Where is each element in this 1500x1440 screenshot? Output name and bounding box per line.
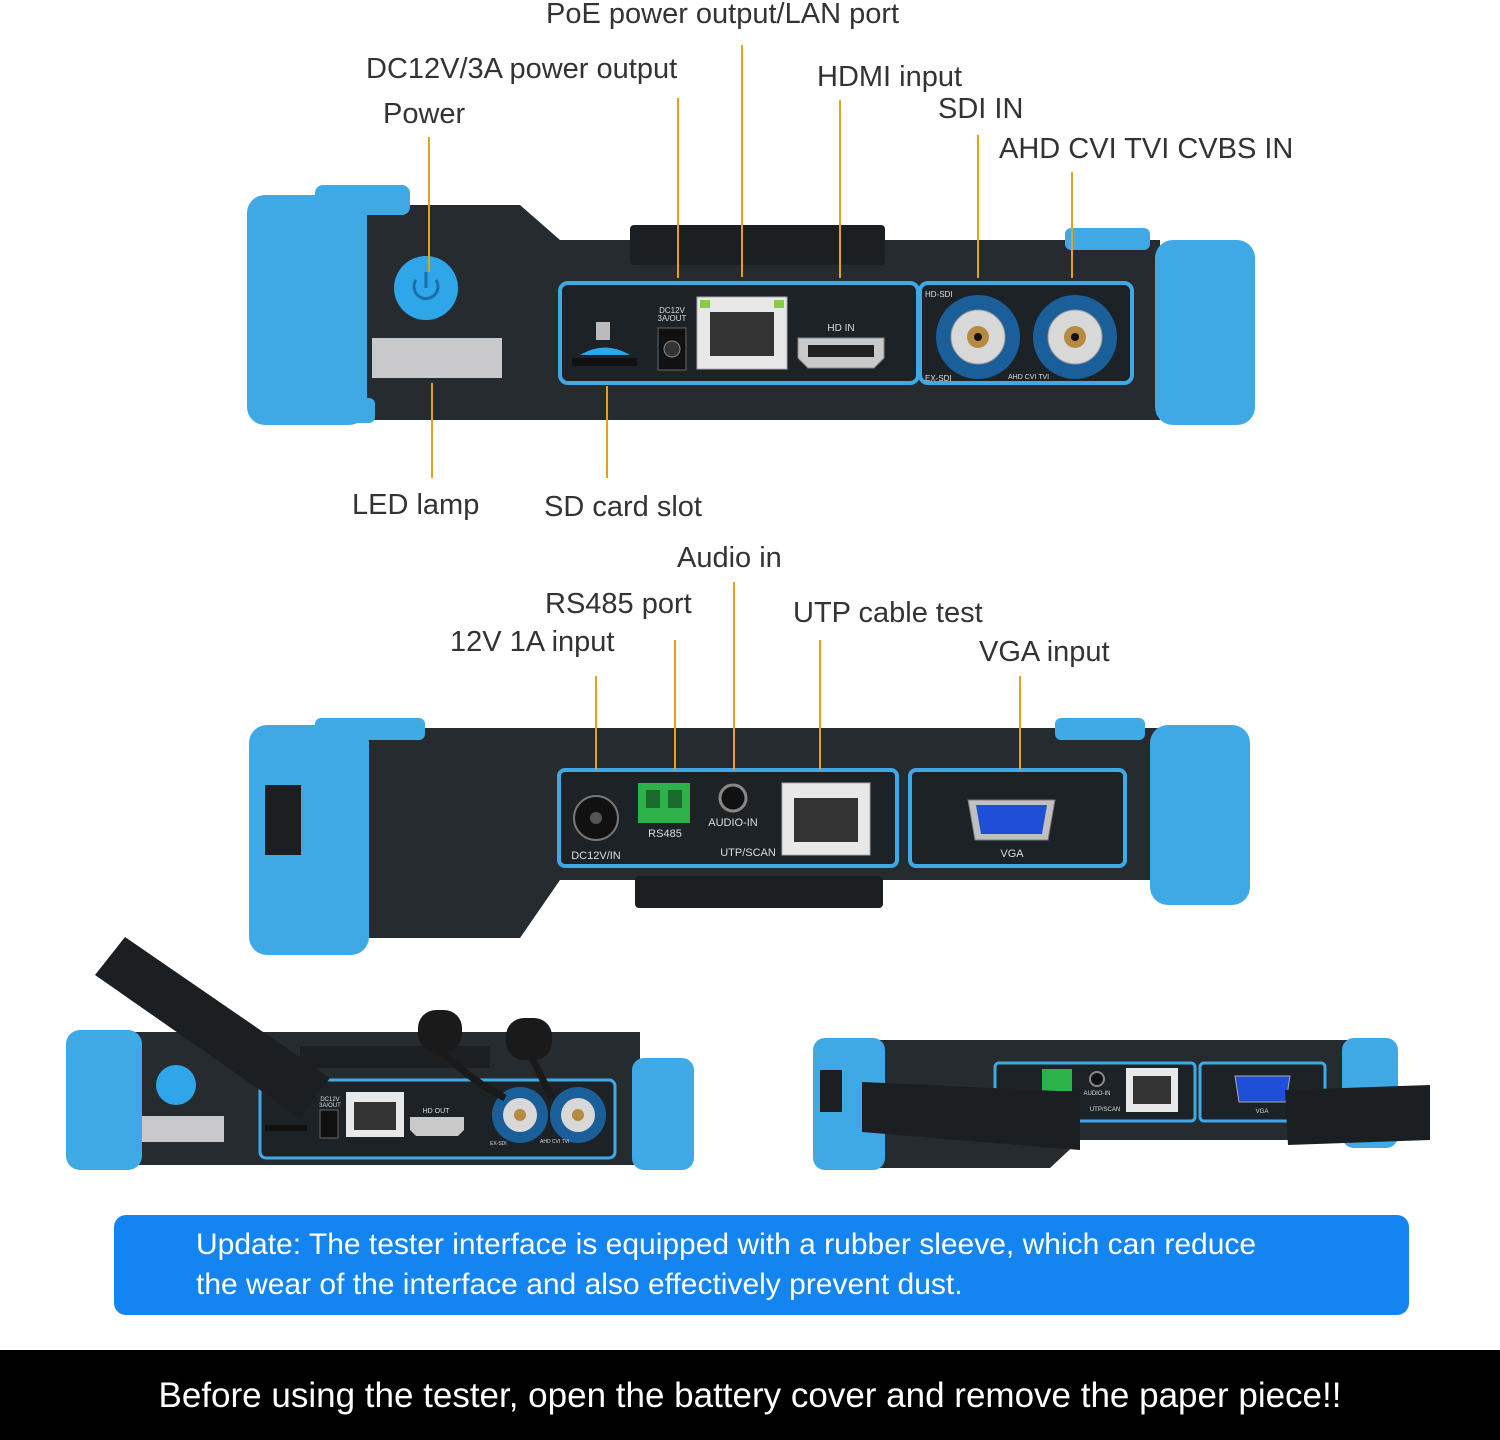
update-notice-line-2: the wear of the interface and also effec… — [196, 1268, 963, 1301]
panel-ex-sdi: EX-SDI — [925, 374, 952, 383]
device-bottom-view: DC12V/IN RS485 AUDIO-IN UTP/SCAN VGA — [249, 718, 1250, 955]
leader-sd — [606, 386, 608, 478]
label-power: Power — [383, 98, 466, 130]
leader-hdmi — [839, 100, 841, 278]
label-sd: SD card slot — [544, 491, 702, 523]
panel-rs485: RS485 — [648, 828, 682, 840]
update-notice-text: Update: The tester interface is equipped… — [196, 1225, 1349, 1305]
panel-dc-out-1: DC12V — [659, 306, 685, 315]
update-notice: Update: The tester interface is equipped… — [114, 1215, 1409, 1315]
panel-dc-in: DC12V/IN — [571, 850, 621, 862]
led-lamp — [372, 338, 502, 378]
small-right-utp-scan: UTP/SCAN — [1090, 1107, 1120, 1113]
label-rs485: RS485 port — [545, 588, 692, 620]
panel-utp-scan: UTP/SCAN — [720, 847, 776, 859]
label-12v-input: 12V 1A input — [450, 626, 615, 658]
label-ahd: AHD CVI TVI CVBS IN — [999, 133, 1294, 165]
panel-audio-in: AUDIO-IN — [708, 817, 758, 829]
panel-hd-sdi: HD-SDI — [925, 290, 953, 299]
label-audio-in: Audio in — [677, 542, 782, 574]
leader-power — [428, 137, 430, 272]
small-left-ex-sdi: EX-SDI — [490, 1141, 507, 1147]
panel-ahd-cvi-tvi: AHD CVI TVI — [1008, 374, 1049, 381]
leader-sdi — [977, 135, 979, 278]
panel-dc-out-2: 3A/OUT — [658, 314, 687, 323]
leader-led — [431, 383, 433, 478]
leader-vga — [1019, 676, 1021, 770]
leader-poe — [741, 45, 743, 277]
panel-hd-in: HD IN — [827, 323, 854, 334]
leader-audio — [733, 582, 735, 770]
label-sdi: SDI IN — [938, 93, 1024, 125]
small-left-dc-out-1: DC12V — [320, 1097, 339, 1103]
footer-warning-text: Before using the tester, open the batter… — [158, 1376, 1342, 1415]
leader-utp — [819, 640, 821, 770]
label-poe-lan: PoE power output/LAN port — [546, 0, 900, 30]
panel-vga: VGA — [1000, 848, 1024, 860]
device-top-view: DC12V 3A/OUT HD IN HD-SDI EX-SDI AHD CVI… — [247, 185, 1255, 425]
sd-card-slot — [572, 358, 637, 366]
rs485-terminal — [638, 783, 690, 823]
label-vga: VGA input — [979, 636, 1110, 668]
audio-jack — [718, 783, 748, 813]
small-right-audio-in: AUDIO-IN — [1084, 1091, 1111, 1097]
small-left-ahd: AHD CVI TVI — [540, 1139, 569, 1145]
small-left-dc-out-2: 3A/OUT — [319, 1103, 341, 1109]
small-right-vga: VGA — [1256, 1109, 1269, 1115]
footer-warning-bar: Before using the tester, open the batter… — [0, 1350, 1500, 1440]
label-dc-out: DC12V/3A power output — [366, 53, 678, 85]
device-small-right: AUDIO-IN UTP/SCAN VGA — [813, 1038, 1430, 1170]
leader-dc-out — [677, 98, 679, 278]
label-utp: UTP cable test — [793, 597, 983, 629]
small-left-hd-out: HD OUT — [423, 1108, 451, 1115]
leader-rs485 — [674, 640, 676, 770]
label-hdmi: HDMI input — [817, 61, 963, 93]
leader-ahd — [1071, 172, 1073, 278]
device-small-left: DC12V 3A/OUT HD OUT EX-SDI AHD CVI TVI — [66, 937, 694, 1170]
leader-12v — [595, 676, 597, 770]
update-notice-line-1: Update: The tester interface is equipped… — [196, 1228, 1257, 1261]
label-led: LED lamp — [352, 489, 480, 521]
